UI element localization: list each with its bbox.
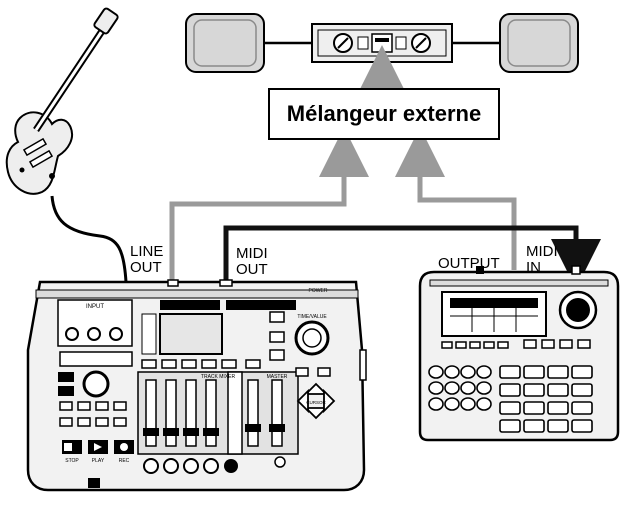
br864-recorder: [26, 279, 367, 492]
device-time-value-label: TIME/VALUE: [297, 314, 327, 320]
right-speaker: [499, 13, 579, 73]
external-mixer-label: Mélangeur externe: [286, 101, 482, 126]
output-label: OUTPUT: [438, 255, 500, 272]
midi-in-label-1: MIDI: [526, 243, 558, 260]
output-cable: [395, 127, 517, 270]
device-rec-label: REC: [119, 458, 130, 464]
device-track-mixer-label: TRACK MIXER: [201, 374, 236, 380]
device-input-label: INPUT: [86, 304, 104, 310]
midi-sound-module: [418, 265, 620, 442]
device-brand: BOSS: [179, 301, 202, 310]
electric-guitar-icon: [5, 7, 119, 195]
line-out-cable: [169, 127, 369, 282]
device-play-label: PLAY: [92, 458, 105, 464]
left-speaker: [185, 13, 265, 73]
device-usb-label: USB: [272, 304, 283, 310]
guitar-cable: [50, 195, 128, 283]
device-master-label: MASTER: [267, 374, 288, 380]
midi-cable: [223, 225, 601, 289]
midi-out-label-1: MIDI: [236, 245, 268, 262]
midi-out-label-2: OUT: [236, 261, 268, 278]
line-out-label-2: OUT: [130, 259, 162, 276]
power-amplifier: [311, 23, 453, 63]
midi-in-label-2: IN: [526, 259, 541, 276]
device-power-label: POWER: [309, 288, 328, 294]
device-cursor-label: CURSOR: [306, 400, 326, 405]
external-mixer-box: Mélangeur externe: [268, 88, 500, 140]
device-stop-label: STOP: [65, 458, 79, 464]
line-out-label-1: LINE: [130, 243, 163, 260]
device-model: BR-864: [247, 301, 275, 310]
